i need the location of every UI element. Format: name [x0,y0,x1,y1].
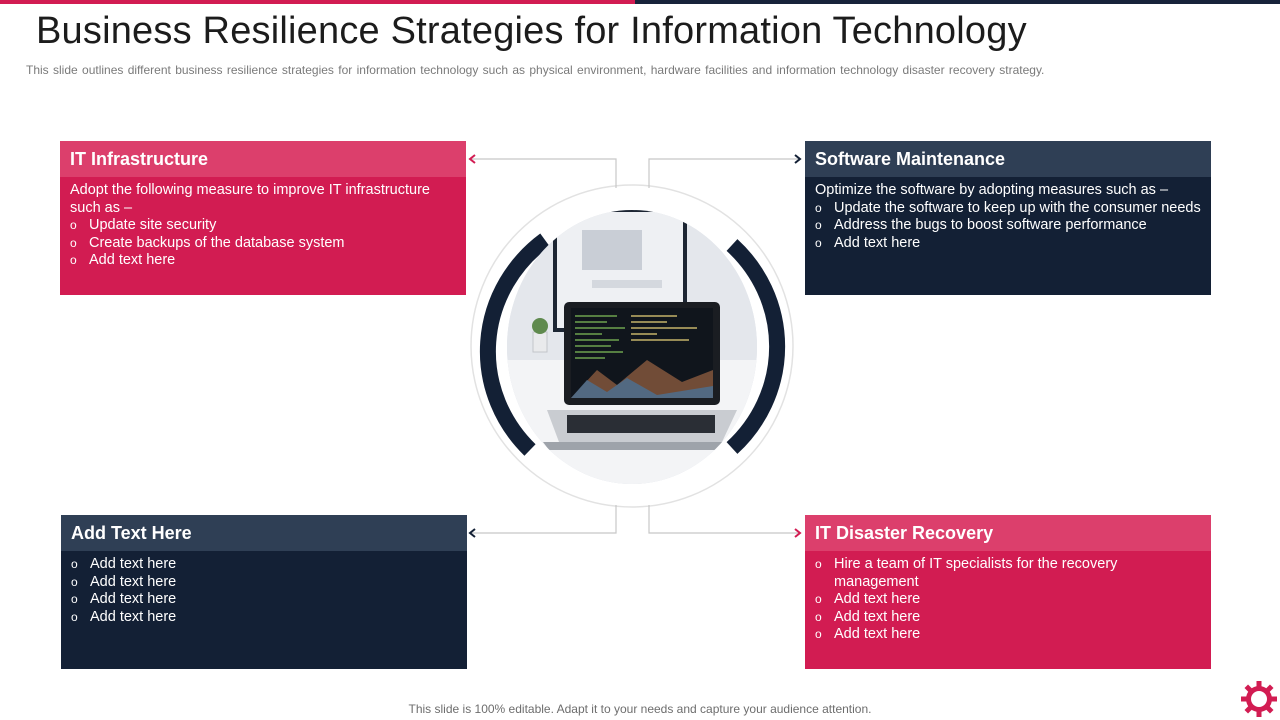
arrow-top-left-icon [468,154,476,164]
card-title: IT Infrastructure [60,141,466,177]
top-accent-bar-navy [635,0,1280,4]
list-item: Add text here [71,591,457,609]
slide-subtitle: This slide outlines different business r… [26,63,1045,77]
card-title: Software Maintenance [805,141,1211,177]
card-intro: Adopt the following measure to improve I… [70,182,430,216]
list-item: Add text here [70,252,456,270]
slide-footer: This slide is 100% editable. Adapt it to… [408,702,872,716]
card-body: Optimize the software by adopting measur… [805,177,1211,295]
card-title: Add Text Here [61,515,467,551]
list-item: Add text here [815,235,1201,253]
list-item: Add text here [815,609,1201,627]
connector-bottom-right [648,505,800,534]
card-body: Adopt the following measure to improve I… [60,177,466,295]
list-item: Update the software to keep up with the … [815,200,1201,218]
slide-title: Business Resilience Strategies for Infor… [36,10,1027,52]
card-body: Add text here Add text here Add text her… [61,551,467,669]
connector-top-right [648,158,800,188]
connector-top-left [470,158,617,188]
gear-icon [1241,681,1277,717]
list-item: Update site security [70,217,456,235]
card-title: IT Disaster Recovery [805,515,1211,551]
top-accent-bar-pink [0,0,635,4]
list-item: Add text here [71,574,457,592]
laptop-photo [507,210,757,484]
arrow-bottom-left-icon [468,528,476,538]
list-item: Add text here [71,609,457,627]
list-item: Create backups of the database system [70,235,456,253]
list-item: Hire a team of IT specialists for the re… [815,556,1201,591]
arrow-bottom-right-icon [794,528,802,538]
card-intro: Optimize the software by adopting measur… [815,182,1169,198]
list-item: Address the bugs to boost software perfo… [815,217,1201,235]
card-it-infrastructure: IT Infrastructure Adopt the following me… [60,141,466,295]
left-arc [479,233,550,456]
connector-bottom-left [470,505,617,534]
list-item: Add text here [71,556,457,574]
card-it-disaster-recovery: IT Disaster Recovery Hire a team of IT s… [805,515,1211,669]
arrow-top-right-icon [794,154,802,164]
list-item: Add text here [815,591,1201,609]
right-arc [726,239,786,454]
list-item: Add text here [815,626,1201,644]
card-add-text-here: Add Text Here Add text here Add text her… [61,515,467,669]
card-body: Hire a team of IT specialists for the re… [805,551,1211,669]
outer-ring [470,184,794,508]
card-software-maintenance: Software Maintenance Optimize the softwa… [805,141,1211,295]
